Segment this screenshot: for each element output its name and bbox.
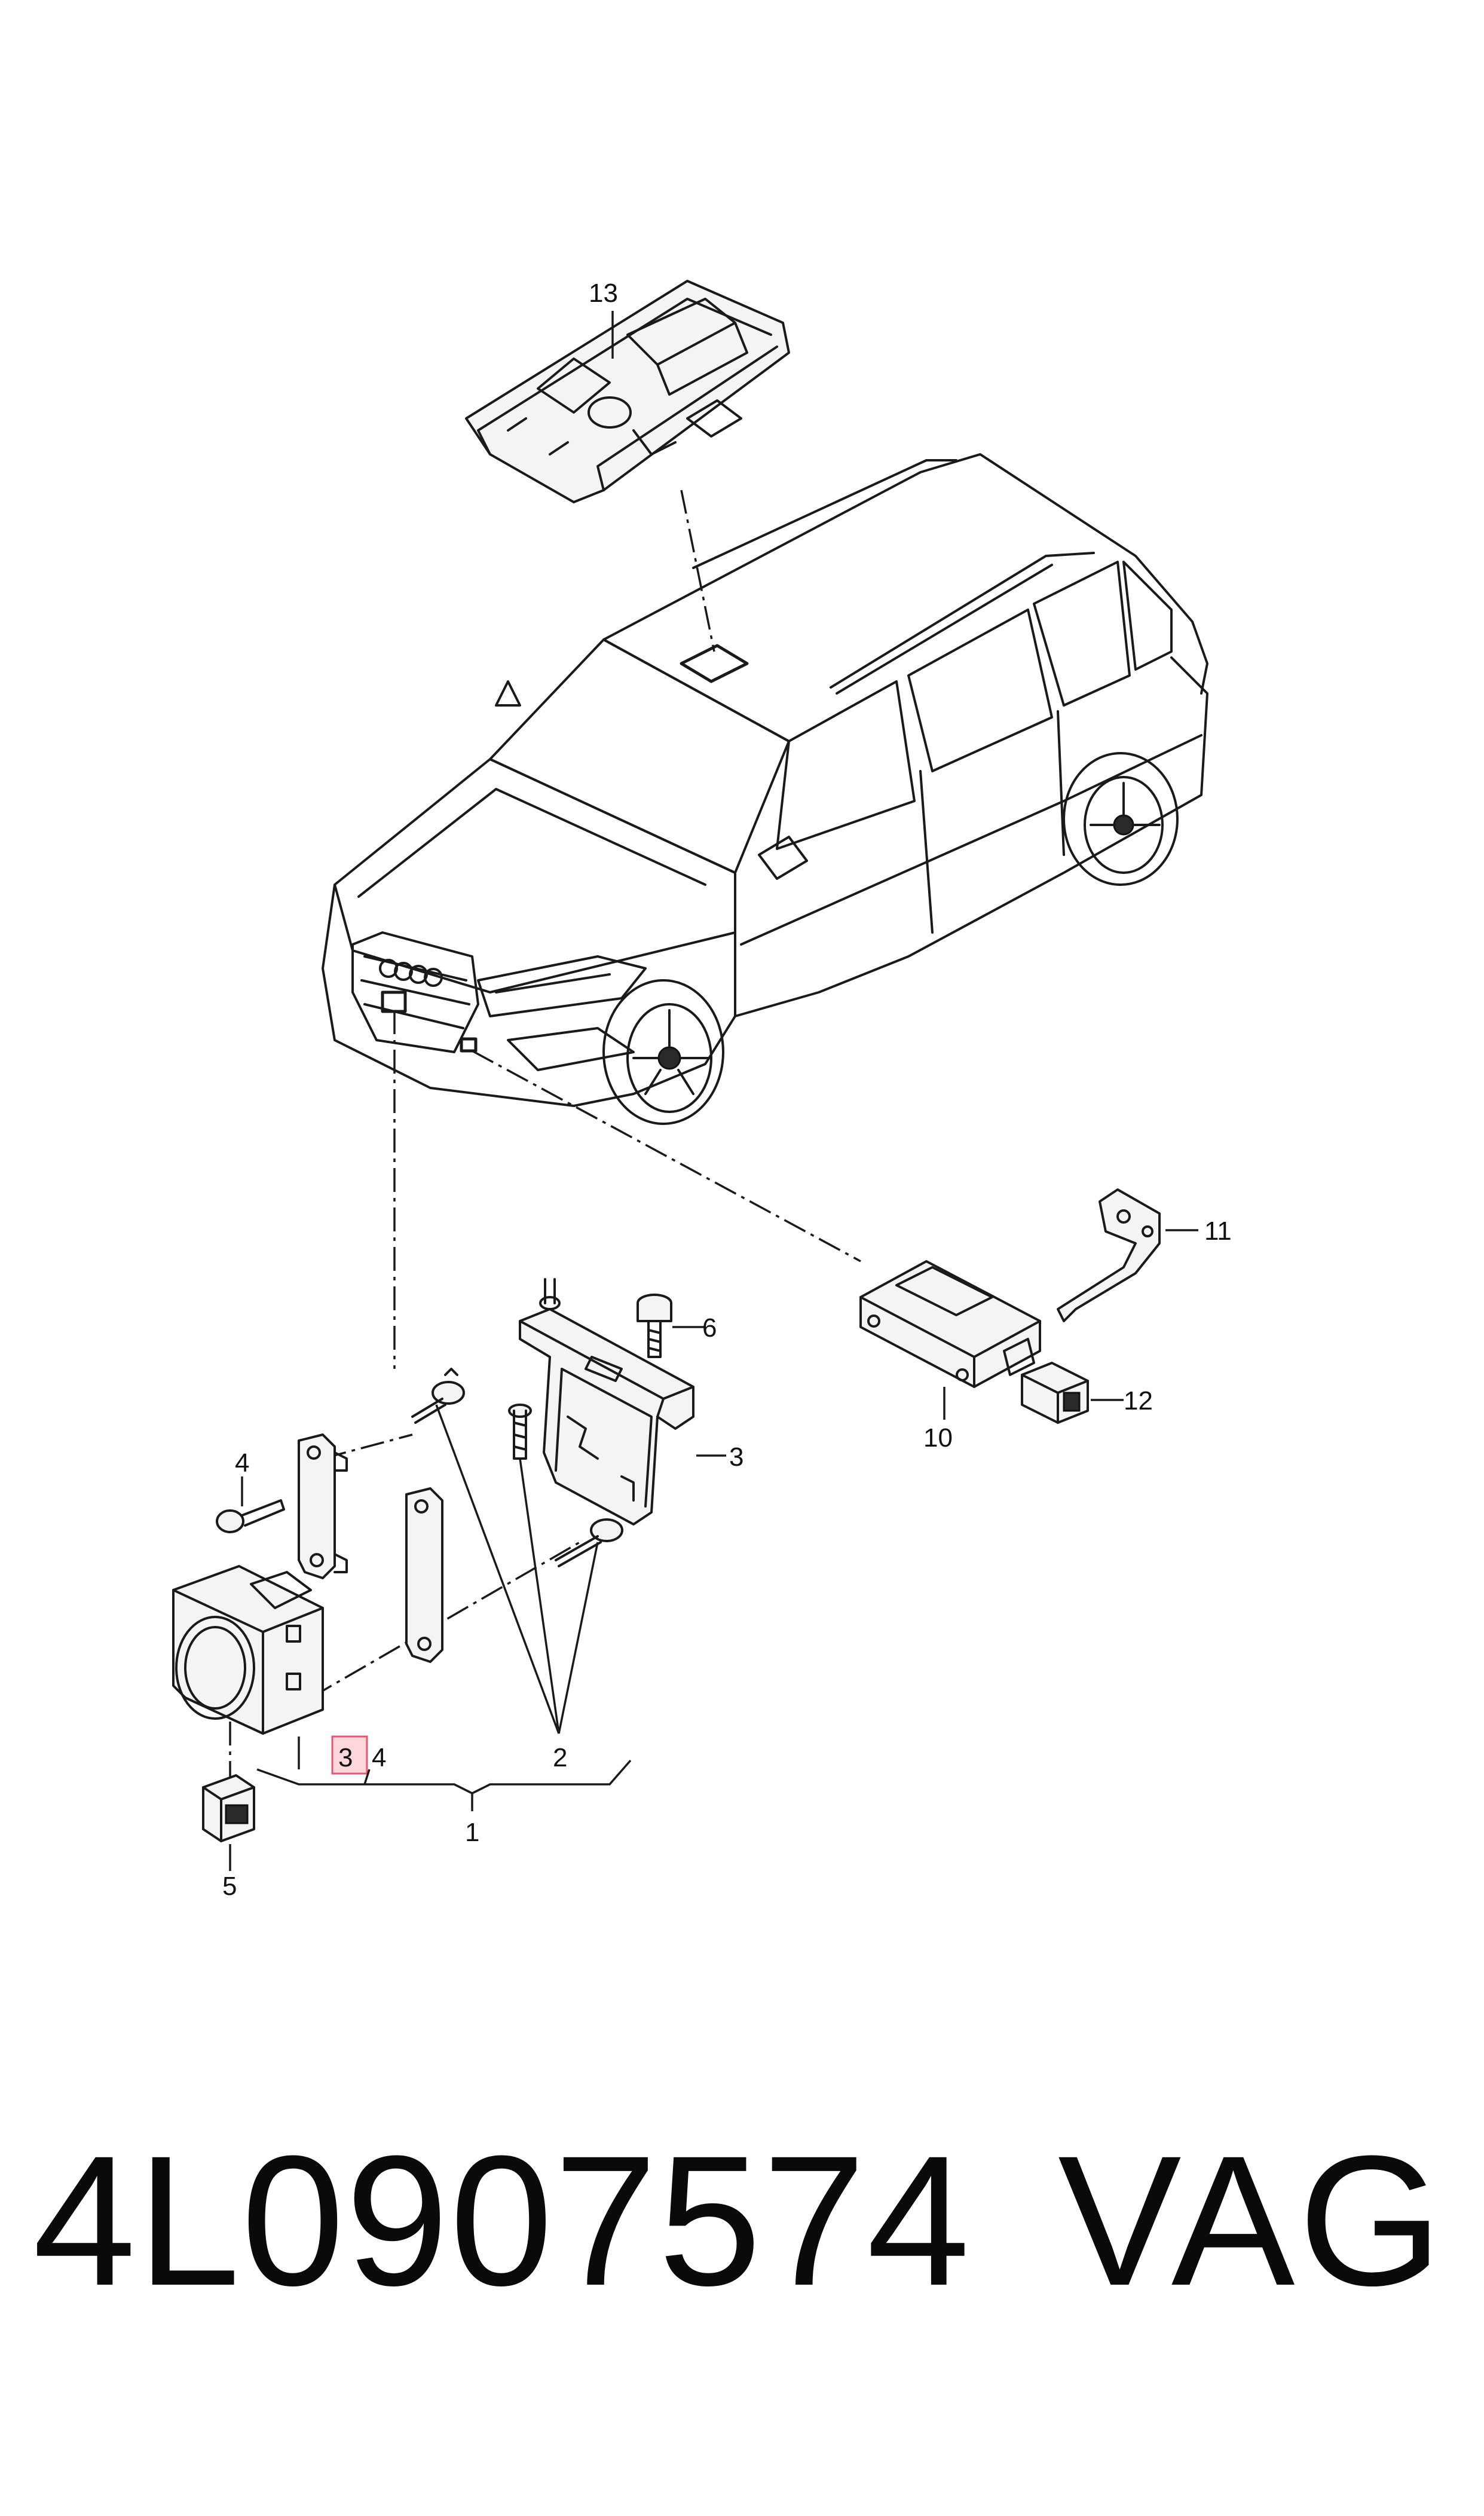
vehicle-outline (322, 453, 1208, 1125)
part-number: 4L0907574 (33, 2117, 971, 2324)
part-1-radar-sensor (172, 1565, 324, 1735)
connector-bolt-top (322, 1433, 413, 1460)
callout-13: 13 (589, 279, 618, 308)
connector-13-roof (680, 490, 715, 652)
part-6-bolt (637, 1294, 672, 1358)
brand-name: VAG (1058, 2117, 1446, 2324)
callout-4-bottom: 4 (372, 1743, 386, 1772)
callout-3-highlight: 3 (338, 1743, 353, 1772)
callout-4-top: 4 (235, 1448, 249, 1478)
highlight-box (331, 1735, 368, 1775)
tick-after-3 (363, 1769, 371, 1785)
part-13-overhead-module (465, 280, 790, 503)
part-12-connector (1021, 1362, 1089, 1424)
brace-group-1 (256, 1737, 632, 1794)
part-5-plug (202, 1774, 255, 1842)
callout-2: 2 (553, 1743, 567, 1772)
callout-10: 10 (923, 1423, 953, 1453)
connector-bumper-module (472, 1050, 861, 1262)
part-4-bolt-and-strip (216, 1433, 443, 1663)
callout-12: 12 (1124, 1386, 1153, 1416)
callout-3: 3 (729, 1442, 743, 1472)
part-11-bracket (1057, 1188, 1161, 1322)
callout-1: 1 (465, 1818, 479, 1847)
callout-5: 5 (222, 1872, 237, 1901)
connector-bolt-bottom (310, 1541, 580, 1699)
part-3-mounting-bracket (519, 1278, 694, 1526)
part-2-screws (411, 1368, 623, 1567)
callout-11: 11 (1204, 1216, 1232, 1246)
part-10-control-module (859, 1260, 1041, 1388)
leader-2 (435, 1404, 599, 1734)
callout-6: 6 (702, 1313, 717, 1343)
